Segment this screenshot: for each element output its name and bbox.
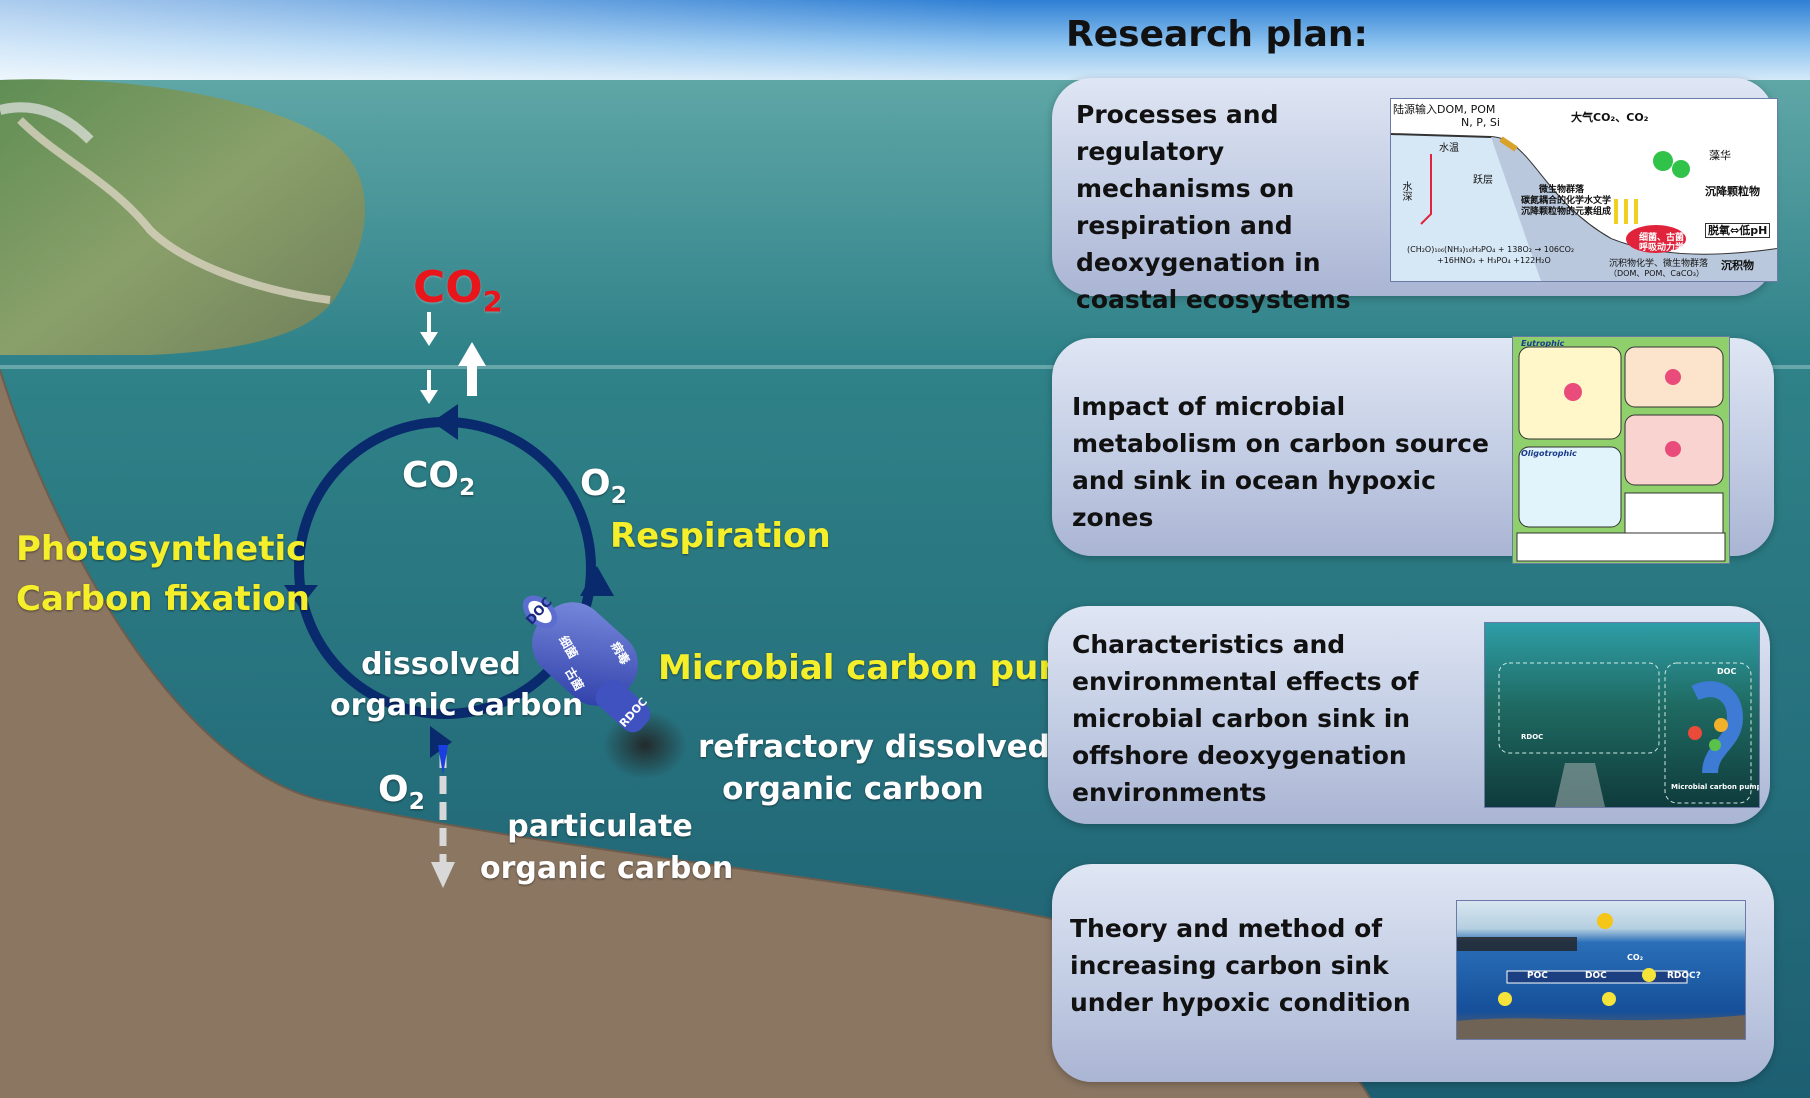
rdoc-label: refractory dissolved organic carbon: [698, 729, 1050, 807]
photosynthesis-label: Photosynthetic Carbon fixation: [16, 529, 310, 619]
plan-card-2: Impact of microbial metabolism on carbon…: [1052, 336, 1774, 564]
fig1-sinking: 沉降颗粒物: [1705, 185, 1760, 198]
fig1-bloom: 藻华: [1709, 149, 1731, 162]
doc-label: dissolved organic carbon: [330, 647, 584, 723]
fig2-eutrophic: Eutrophic: [1521, 339, 1565, 348]
o2-cycle-label: O2: [580, 463, 627, 510]
co2-cycle-label: CO2: [402, 455, 476, 502]
co2-exchange-arrows: [420, 312, 486, 404]
fig4-rdoc: RDOC?: [1667, 971, 1701, 981]
fig3-rdoc: RDOC: [1521, 733, 1544, 741]
fig1-sediment: 沉积物: [1721, 259, 1754, 272]
fig3-mcp: Microbial carbon pump: [1671, 783, 1760, 791]
sinking-arrow: [431, 745, 455, 888]
fig1-equation2: +16HNO₃ + H₃PO₄ +122H₂O: [1437, 256, 1551, 265]
plan-card-2-figure: Eutrophic Oligotrophic: [1512, 336, 1730, 564]
fig1-resp2: 呼吸动力学: [1639, 243, 1685, 253]
plan-card-4-text: Theory and method of increasing carbon s…: [1070, 914, 1411, 1017]
fig1-sed2: （DOM、POM、CaCO₃）: [1609, 269, 1704, 278]
fig1-community: 微生物群落: [1539, 185, 1585, 195]
fig4-co2: CO₂: [1627, 953, 1644, 962]
microbial-pump-label: Microbial carbon pump: [658, 648, 1099, 688]
research-plan-title: Research plan:: [1066, 14, 1368, 55]
plan-card-4-figure: CO₂ POC DOC RDOC?: [1456, 900, 1746, 1040]
fig1-thermocline: 跃层: [1473, 175, 1493, 186]
cycle-arrowhead-right: [580, 566, 614, 596]
poc-label: particulate organic carbon: [480, 809, 734, 886]
fig1-water-temp: 水温: [1439, 143, 1459, 154]
fig3-doc: DOC: [1717, 667, 1737, 676]
fig1-equation1: (CH₂O)₁₀₆(NH₃)₁₆H₃PO₄ + 138O₂ → 106CO₂: [1407, 245, 1575, 254]
plan-card-3-text: Characteristics and environmental effect…: [1072, 630, 1419, 807]
microbial-pump-icon: [522, 595, 651, 733]
o2-bottom-label: O2: [378, 769, 425, 816]
fig1-sed1: 沉积物化学、微生物群落: [1609, 259, 1709, 269]
fig1-input: 陆源输入DOM, POM: [1393, 103, 1496, 116]
plan-card-1: Processes and regulatory mechanisms on r…: [1052, 78, 1778, 314]
cycle-arrowhead-left: [284, 585, 318, 608]
respiration-label: Respiration: [610, 516, 831, 556]
cycle-arrowhead-top: [432, 404, 458, 440]
fig1-doxy: 脱氧⇔低pH: [1705, 223, 1771, 239]
fig2-oligotrophic: Oligotrophic: [1521, 449, 1577, 458]
fig4-doc: DOC: [1585, 971, 1607, 981]
fig1-nutrients: N, P, Si: [1461, 116, 1500, 129]
plan-card-1-text: Processes and regulatory mechanisms on r…: [1076, 100, 1351, 314]
fig1-community3: 沉降颗粒物的元素组成: [1521, 207, 1612, 217]
plan-card-1-figure: 陆源输入DOM, POM N, P, Si 大气CO₂、CO₂ 水温 水深 跃层…: [1390, 98, 1778, 282]
fig1-resp: 细菌、古菌: [1639, 233, 1685, 243]
plan-card-3: Characteristics and environmental effect…: [1048, 606, 1770, 824]
cycle-arrowhead-bottom: [430, 726, 452, 758]
plan-card-4: Theory and method of increasing carbon s…: [1052, 864, 1774, 1082]
plan-card-3-figure: DOC RDOC Microbial carbon pump: [1484, 622, 1760, 808]
plan-card-2-text: Impact of microbial metabolism on carbon…: [1072, 392, 1489, 532]
fig4-poc: POC: [1527, 971, 1548, 981]
fig1-atm: 大气CO₂、CO₂: [1571, 111, 1649, 124]
fig1-depth: 水深: [1400, 181, 1411, 201]
fig1-community2: 碳氮耦合的化学水文学: [1521, 196, 1612, 206]
co2-atmosphere-label: CO2: [413, 262, 503, 319]
